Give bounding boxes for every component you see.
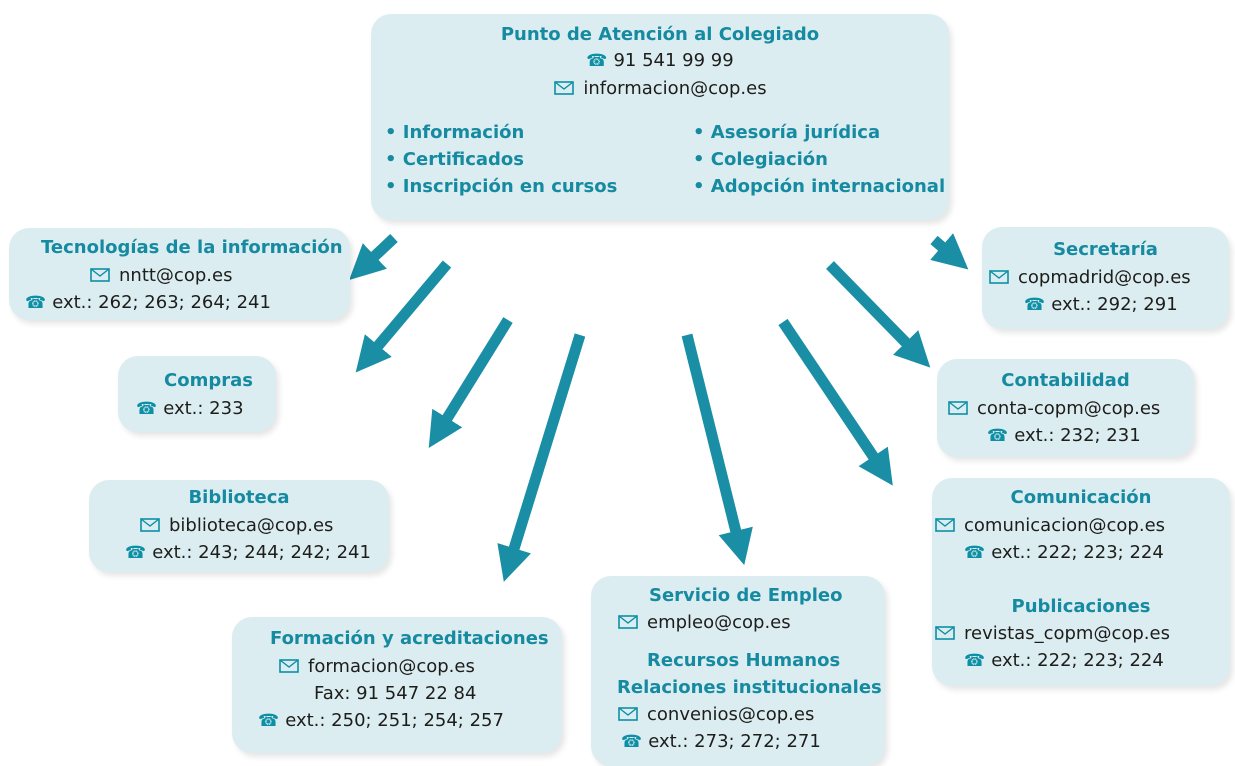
formacion-box: Formación y acreditaciones formacion@cop… <box>232 617 562 753</box>
email-icon <box>935 518 955 532</box>
empleo-email-line: empleo@cop.es <box>617 612 791 633</box>
tecnologias-email-line: nntt@cop.es <box>89 265 232 286</box>
compras-ext: ext.: 233 <box>163 398 244 419</box>
phone-icon: ☎ <box>136 399 158 419</box>
formacion-email-line: formacion@cop.es <box>278 656 475 677</box>
tecnologias-title: Tecnologías de la información <box>41 237 343 258</box>
arrow-to-secretaria <box>930 233 969 270</box>
empleo-email: empleo@cop.es <box>647 612 791 633</box>
formacion-ext-line: ☎ext.: 250; 251; 254; 257 <box>258 710 504 731</box>
service-item: • Adopción internacional <box>693 176 946 197</box>
email-icon <box>935 626 955 640</box>
center-phone-line: ☎91 541 99 99 <box>371 50 949 71</box>
empleo-ext-line: ☎ext.: 273; 272; 271 <box>621 731 821 752</box>
publicaciones-email: revistas_copm@cop.es <box>964 623 1170 644</box>
contabilidad-email-line: conta-copm@cop.es <box>947 398 1160 419</box>
compras-box: Compras ☎ext.: 233 <box>118 356 276 432</box>
phone-icon: ☎ <box>964 651 986 671</box>
email-icon <box>618 707 638 721</box>
convenios-email: convenios@cop.es <box>647 704 815 725</box>
email-icon <box>618 615 638 629</box>
center-title: Punto de Atención al Colegiado <box>500 24 820 45</box>
tecnologias-ext: ext.: 262; 263; 264; 241 <box>52 292 271 313</box>
empleo-box: Servicio de Empleo empleo@cop.es Recurso… <box>591 576 885 766</box>
phone-icon: ☎ <box>964 543 986 563</box>
relaciones-title: Relaciones institucionales <box>617 677 882 698</box>
compras-title: Compras <box>164 370 253 391</box>
comunicacion-ext: ext.: 222; 223; 224 <box>991 542 1164 563</box>
secretaria-email-line: copmadrid@cop.es <box>988 267 1191 288</box>
publicaciones-ext-line: ☎ext.: 222; 223; 224 <box>964 650 1164 671</box>
phone-icon: ☎ <box>621 732 643 752</box>
formacion-email: formacion@cop.es <box>308 656 475 677</box>
publicaciones-ext: ext.: 222; 223; 224 <box>991 650 1164 671</box>
tecnologias-ext-line: ☎ext.: 262; 263; 264; 241 <box>25 292 271 313</box>
comunicacion-ext-line: ☎ext.: 222; 223; 224 <box>964 542 1164 563</box>
service-item: • Inscripción en cursos <box>385 176 618 197</box>
secretaria-box: Secretaría copmadrid@cop.es ☎ext.: 292; … <box>982 227 1229 329</box>
compras-ext-line: ☎ext.: 233 <box>136 398 244 419</box>
phone-icon: ☎ <box>125 543 147 563</box>
phone-icon: ☎ <box>258 711 280 731</box>
service-item: • Asesoría jurídica <box>693 122 881 143</box>
formacion-fax: Fax: 91 547 22 84 <box>314 683 477 704</box>
arrow-to-comunicacion <box>778 318 893 486</box>
center-email-line: informacion@cop.es <box>371 78 949 99</box>
arrow-to-contabilidad <box>826 261 931 368</box>
comunicacion-email: comunicacion@cop.es <box>964 515 1166 536</box>
rrhh-title: Recursos Humanos <box>647 650 841 671</box>
service-item: • Certificados <box>385 149 524 170</box>
empleo-ext: ext.: 273; 272; 271 <box>648 731 821 752</box>
secretaria-ext-line: ☎ext.: 292; 291 <box>1024 294 1178 315</box>
arrow-to-compras <box>355 260 452 373</box>
contabilidad-box: Contabilidad conta-copm@cop.es ☎ext.: 23… <box>937 359 1194 457</box>
phone-icon: ☎ <box>1024 295 1046 315</box>
biblioteca-email-line: biblioteca@cop.es <box>139 515 333 536</box>
arrow-to-biblioteca <box>428 317 513 448</box>
biblioteca-ext: ext.: 243; 244; 242; 241 <box>152 542 371 563</box>
comunicacion-box: Comunicación comunicacion@cop.es ☎ext.: … <box>932 478 1230 686</box>
biblioteca-box: Biblioteca biblioteca@cop.es ☎ext.: 243;… <box>89 480 389 572</box>
arrow-to-formacion <box>497 333 586 582</box>
empleo-title: Servicio de Empleo <box>649 585 843 606</box>
publicaciones-email-line: revistas_copm@cop.es <box>934 623 1170 644</box>
email-icon <box>90 268 110 282</box>
formacion-ext: ext.: 250; 251; 254; 257 <box>285 710 504 731</box>
formacion-title: Formación y acreditaciones <box>270 628 549 649</box>
arrow-to-tecnologias <box>349 233 398 281</box>
email-icon <box>989 270 1009 284</box>
publicaciones-title: Publicaciones <box>1011 596 1151 617</box>
contabilidad-ext-line: ☎ext.: 232; 231 <box>987 425 1141 446</box>
secretaria-email: copmadrid@cop.es <box>1018 267 1191 288</box>
biblioteca-email: biblioteca@cop.es <box>169 515 334 536</box>
comunicacion-email-line: comunicacion@cop.es <box>934 515 1165 536</box>
email-icon <box>279 659 299 673</box>
tecnologias-box: Tecnologías de la información nntt@cop.e… <box>9 228 350 320</box>
service-item: • Información <box>385 122 525 143</box>
phone-icon: ☎ <box>987 426 1009 446</box>
secretaria-title: Secretaría <box>1053 239 1158 260</box>
email-icon <box>140 518 160 532</box>
service-item: • Colegiación <box>693 149 828 170</box>
phone-icon: ☎ <box>25 293 47 313</box>
comunicacion-title: Comunicación <box>1010 487 1152 508</box>
secretaria-ext: ext.: 292; 291 <box>1051 294 1178 315</box>
contabilidad-title: Contabilidad <box>1001 370 1130 391</box>
convenios-email-line: convenios@cop.es <box>617 704 814 725</box>
biblioteca-title: Biblioteca <box>188 487 290 508</box>
tecnologias-email: nntt@cop.es <box>119 265 233 286</box>
contabilidad-email: conta-copm@cop.es <box>977 398 1161 419</box>
phone-icon: ☎ <box>586 51 608 71</box>
center-box: Punto de Atención al Colegiado ☎91 541 9… <box>371 14 949 220</box>
center-email: informacion@cop.es <box>583 78 767 99</box>
email-icon <box>948 401 968 415</box>
biblioteca-ext-line: ☎ext.: 243; 244; 242; 241 <box>125 542 371 563</box>
email-icon <box>554 81 575 95</box>
contabilidad-ext: ext.: 232; 231 <box>1014 425 1141 446</box>
center-phone: 91 541 99 99 <box>613 50 734 71</box>
arrow-to-empleo <box>681 333 753 566</box>
